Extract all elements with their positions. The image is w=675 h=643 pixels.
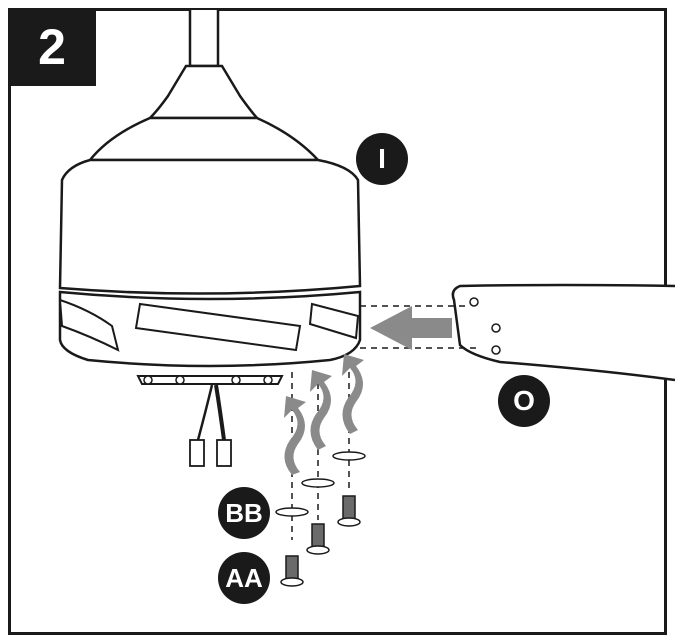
wire-connector [216, 439, 232, 467]
motor-dome [87, 116, 321, 162]
washer [275, 507, 309, 517]
insert-arrow [370, 306, 452, 350]
rotation-arrows [284, 354, 364, 475]
wire-connector [189, 439, 205, 467]
mounting-plate [136, 375, 284, 385]
plate-screw [175, 375, 185, 385]
motor-collar [146, 64, 260, 120]
step-number-badge: 2 [8, 8, 96, 86]
downrod [188, 10, 220, 68]
washers [275, 451, 366, 517]
fan-blade [451, 283, 675, 382]
blade-slot [308, 302, 360, 340]
screws [280, 495, 361, 587]
callout-washer: BB [218, 487, 270, 539]
plate-screw [263, 375, 273, 385]
wire [196, 384, 214, 441]
motor-housing [58, 158, 362, 295]
screw [280, 555, 304, 587]
plate-screw [231, 375, 241, 385]
wire [214, 384, 226, 441]
blade-slot [58, 298, 120, 352]
callout-motor-housing: I [356, 133, 408, 185]
washer [301, 478, 335, 488]
screw [306, 523, 330, 555]
screw [337, 495, 361, 527]
washer [332, 451, 366, 461]
blade-hole [469, 297, 479, 307]
blade-slot [134, 302, 302, 352]
blade-hole [491, 345, 501, 355]
callout-blade: O [498, 375, 550, 427]
blade-hole [491, 323, 501, 333]
callout-screw: AA [218, 552, 270, 604]
plate-screw [143, 375, 153, 385]
